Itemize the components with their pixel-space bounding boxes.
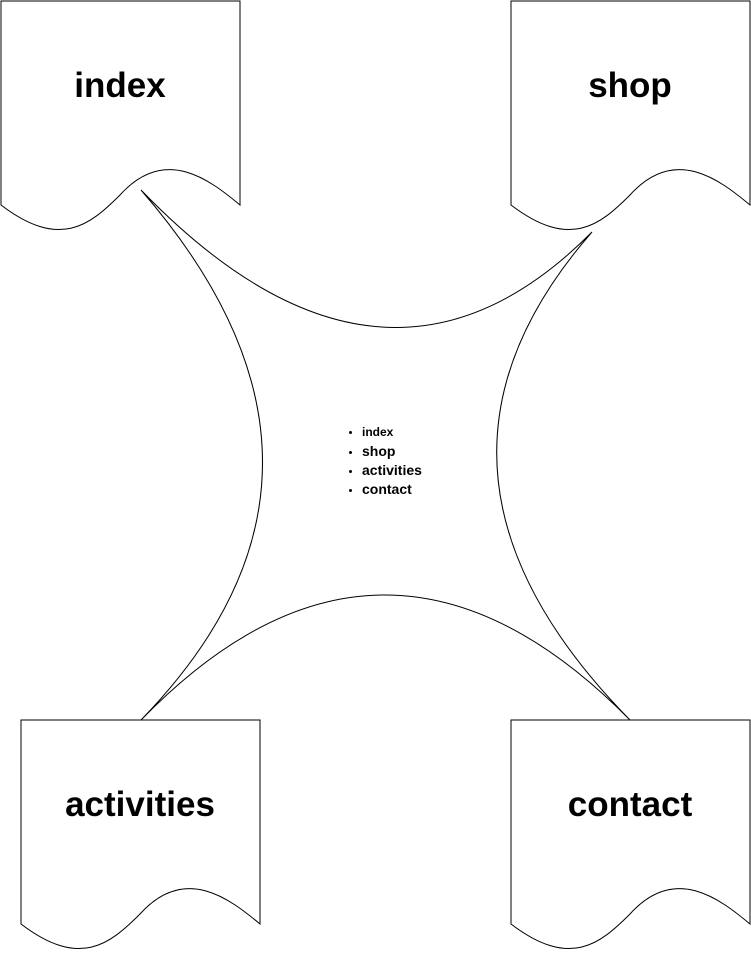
document-activities-label: activities (65, 785, 215, 824)
hub-list-item-contact: contact (362, 480, 422, 499)
document-shop-label: shop (588, 66, 672, 105)
document-index-label: index (74, 66, 166, 105)
hub-list-item-activities: activities (362, 461, 422, 480)
document-activities[interactable]: activities (20, 719, 261, 950)
hub-list-item-shop: shop (362, 442, 422, 461)
document-index[interactable]: index (0, 0, 241, 231)
document-contact-label: contact (568, 785, 693, 824)
document-shop[interactable]: shop (510, 0, 751, 231)
document-shop-shape (510, 0, 751, 231)
document-activities-shape (20, 719, 261, 950)
hub-list-item-index: index (362, 423, 422, 442)
document-contact-shape (510, 719, 751, 950)
document-contact[interactable]: contact (510, 719, 751, 950)
hub-page-list: index shop activities contact (345, 423, 422, 499)
document-index-shape (0, 0, 241, 231)
